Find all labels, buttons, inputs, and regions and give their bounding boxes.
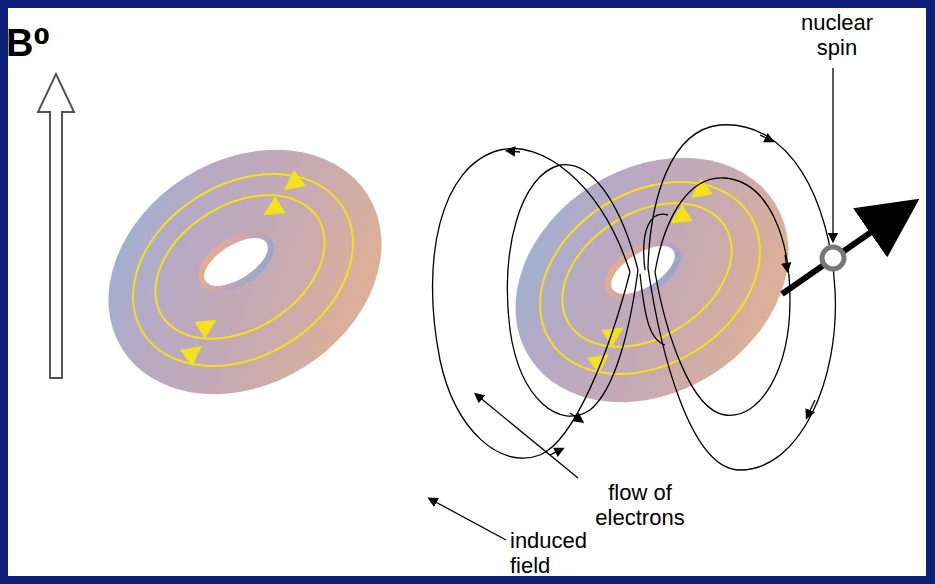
torus-left [63, 100, 428, 444]
torus-right [470, 108, 835, 452]
field-arrow [38, 74, 74, 378]
field-lines [433, 125, 836, 470]
spin-label: nuclear spin [792, 10, 882, 61]
nuclear-spin-symbol [782, 226, 880, 294]
leader-lines [432, 68, 833, 540]
field-label: induced field [510, 528, 610, 579]
field-symbol: B⁰ [6, 22, 86, 66]
flow-label: flow of electrons [570, 480, 710, 531]
